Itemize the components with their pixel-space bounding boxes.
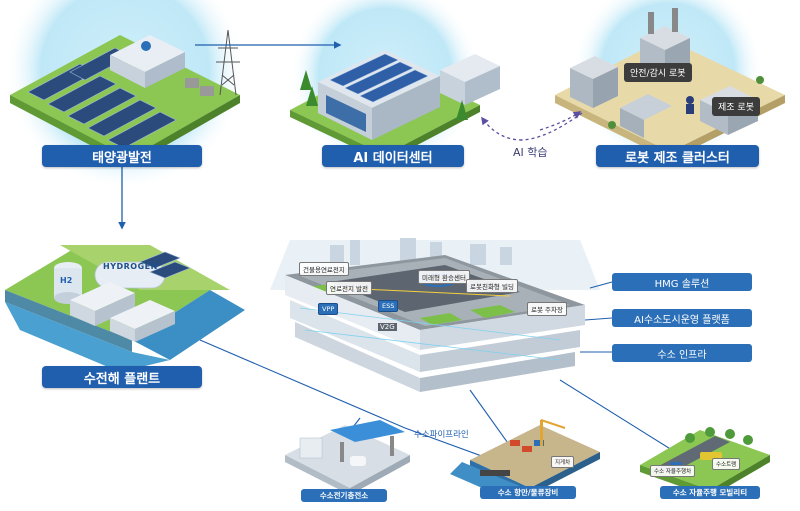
robot-cluster-illustration xyxy=(555,8,785,160)
ai-learning-label: AI 학습 xyxy=(513,146,548,159)
smart-city-illustration xyxy=(270,238,600,392)
city-tag-future-transfer: 미래형 환승센터 xyxy=(418,270,470,284)
city-tag-ess: ESS xyxy=(378,300,399,312)
pipeline-label: 수소파이프라인 xyxy=(414,430,469,440)
ai-learning-dashed-line xyxy=(519,112,583,141)
robot-tag-safety: 안전/감시 로봇 xyxy=(624,63,692,82)
ai-learning-arrow-left xyxy=(481,116,523,141)
mobility-label: 수소 자율주행 모빌리티 xyxy=(660,486,760,499)
hydrogen-tank-text: HYDROGEN xyxy=(103,262,158,271)
city-tag-fuel-cell-generation: 연료전지 발전 xyxy=(326,281,372,295)
side-connectors xyxy=(580,281,613,353)
side-label-ai-platform: AI수소도시운영 플랫폼 xyxy=(612,309,752,327)
hydrogen-plant-label: 수전해 플랜트 xyxy=(42,366,202,388)
h2-logo: H2 xyxy=(60,276,73,285)
charging-station-illustration xyxy=(285,420,410,495)
port-mini-tag: 지게차 xyxy=(551,456,575,468)
city-tag-building-fuel-cell: 건물용연료전지 xyxy=(299,262,349,276)
solar-farm-illustration xyxy=(10,29,240,166)
mobility-mini-tag-2: 수소트램 xyxy=(712,458,741,470)
datacenter-label: AI 데이터센터 xyxy=(322,145,464,167)
city-tag-robot-friendly: 로봇친화형 빌딩 xyxy=(466,279,518,293)
city-tag-vpp: VPP xyxy=(318,303,339,315)
side-label-hmg-solution: HMG 솔루션 xyxy=(612,273,752,291)
datacenter-illustration xyxy=(290,50,500,162)
mobility-mini-tag-1: 수소 자율주행차 xyxy=(650,465,696,477)
side-label-hydrogen-infra: 수소 인프라 xyxy=(612,344,752,362)
solar-label: 태양광발전 xyxy=(42,145,202,167)
hydrogen-plant-illustration xyxy=(5,245,245,372)
city-tag-robot-parking: 로봇 주차장 xyxy=(527,302,567,316)
robot-tag-manufacture: 제조 로봇 xyxy=(712,97,760,116)
robot-cluster-label: 로봇 제조 클러스터 xyxy=(596,145,759,167)
port-label: 수소 항만/물류장비 xyxy=(480,486,576,499)
ai-learning-arrow-right xyxy=(539,111,582,131)
city-tag-v2g: V2G xyxy=(378,323,397,331)
charging-station-label: 수소전기충전소 xyxy=(301,489,387,502)
